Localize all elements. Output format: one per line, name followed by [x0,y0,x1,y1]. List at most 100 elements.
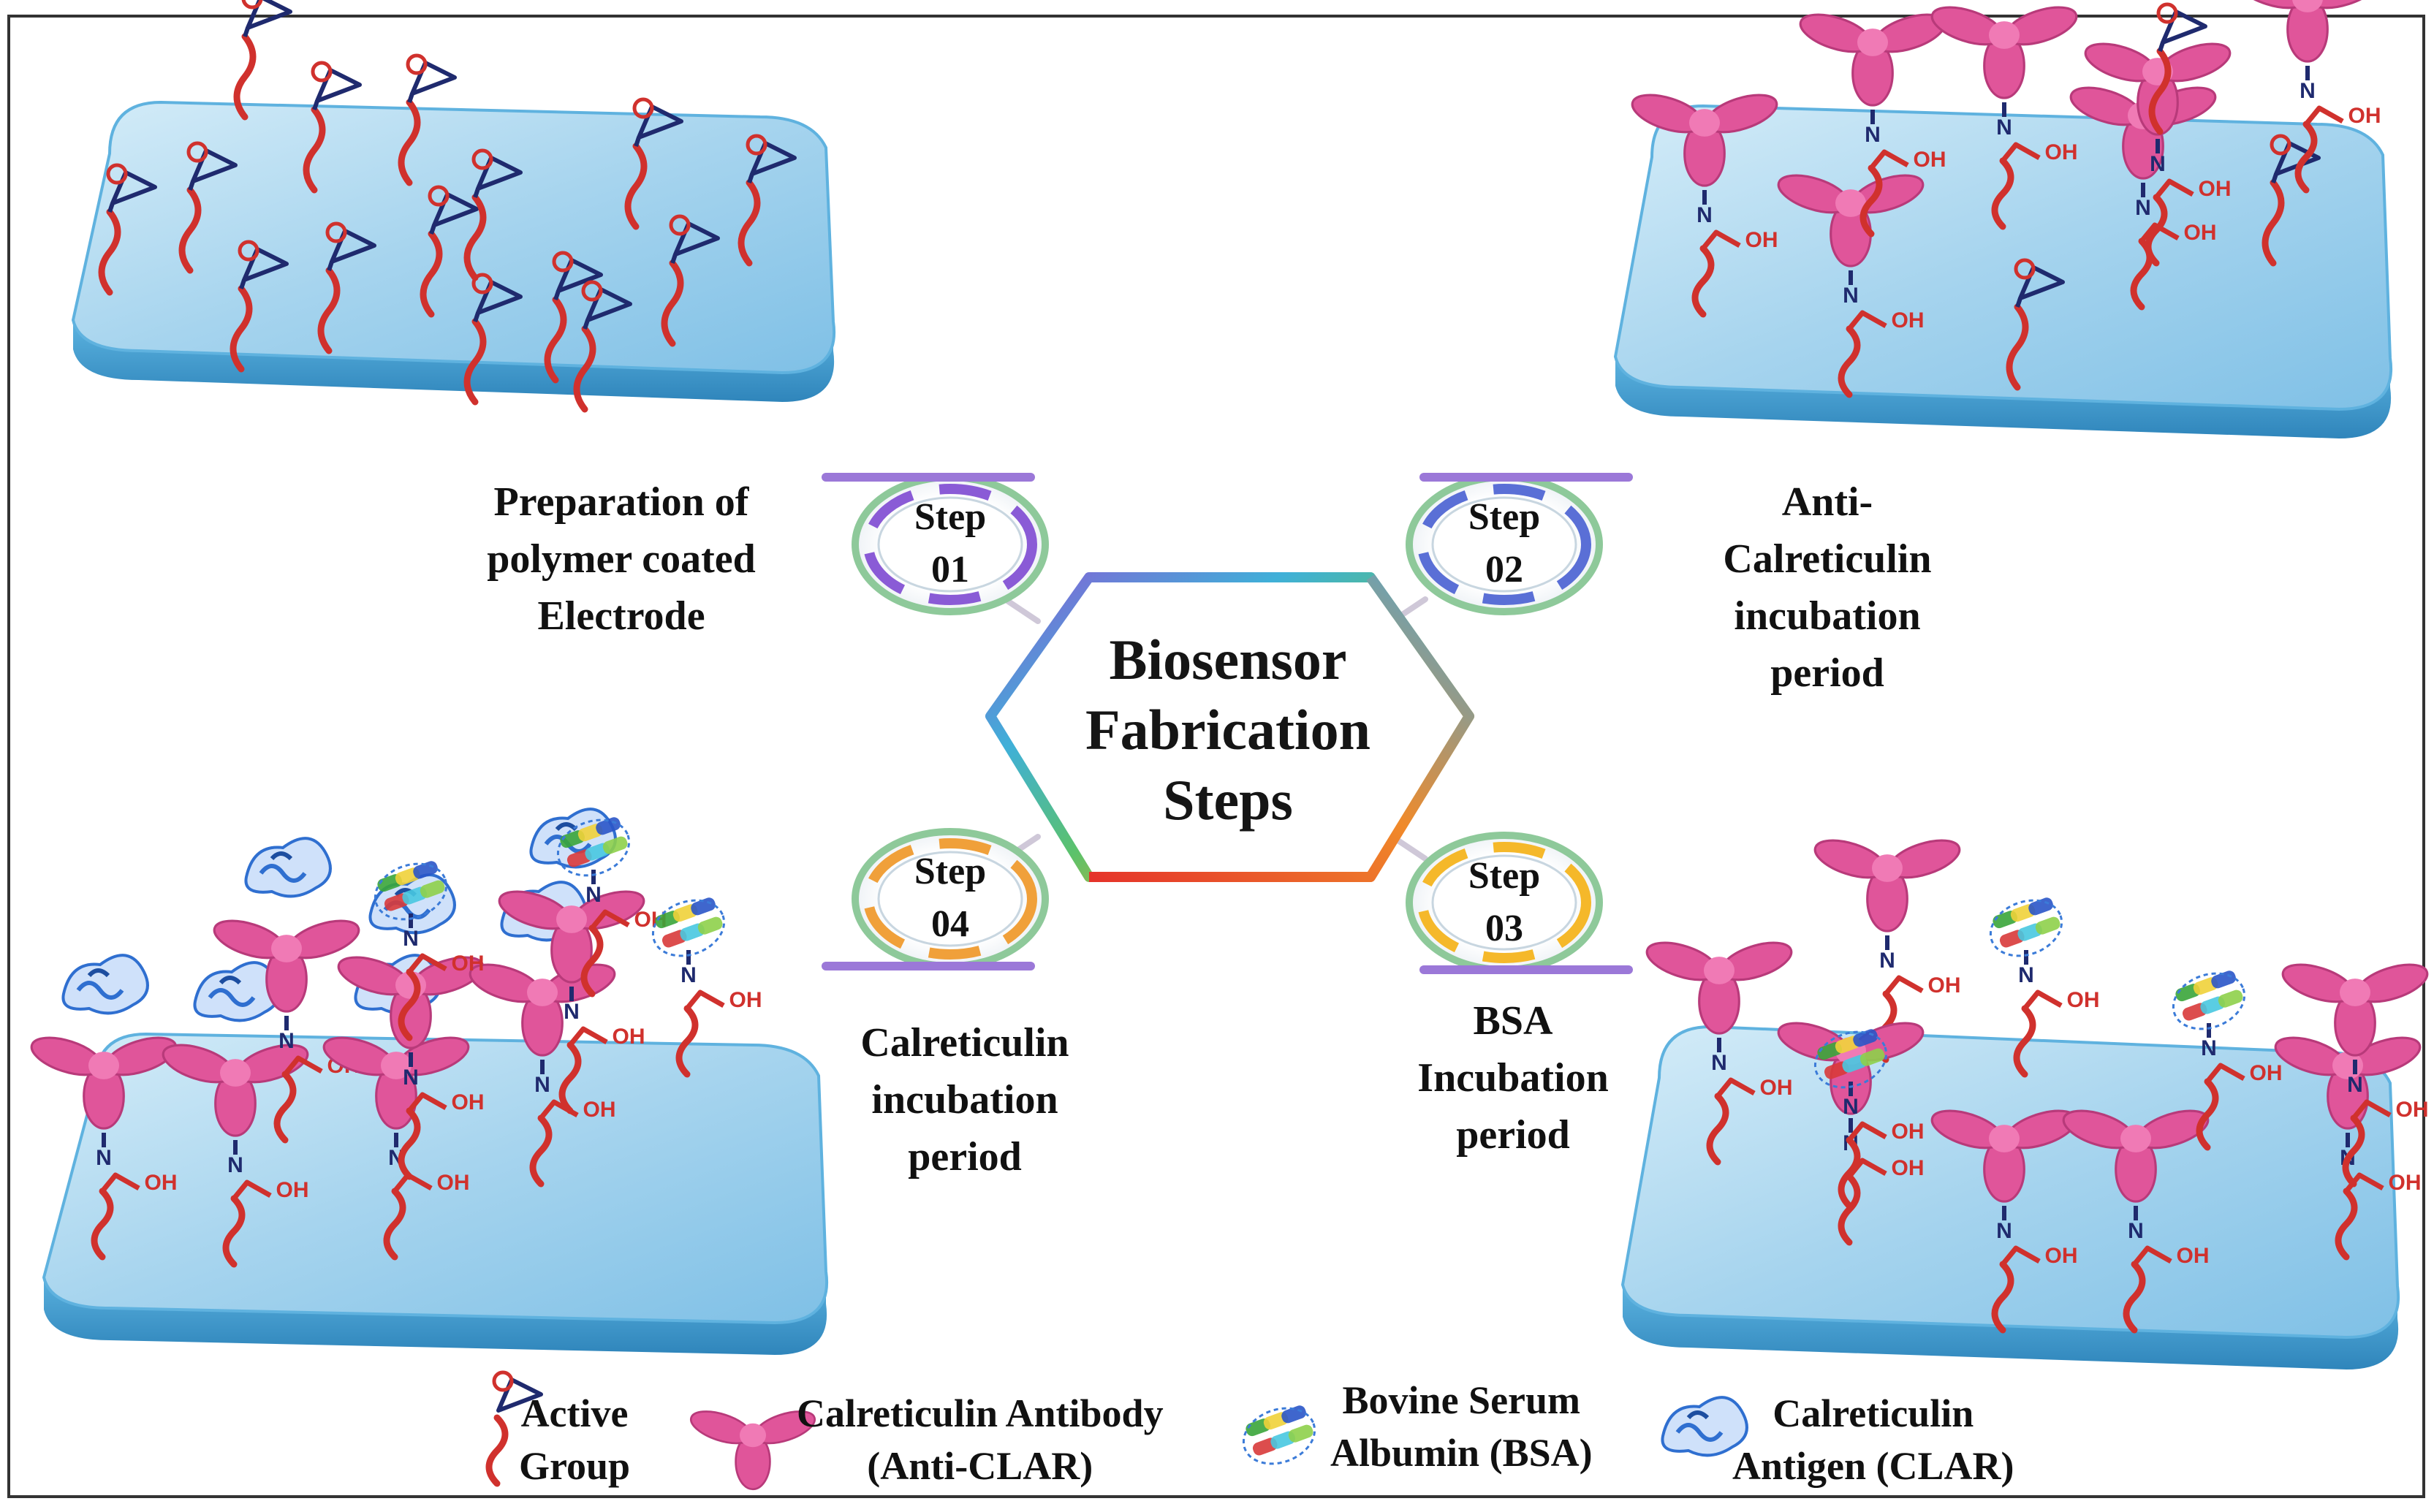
step4-caption-line-1: Calreticulin [860,1020,1069,1065]
legend-bsa-line-2: Albumin (BSA) [1330,1431,1593,1475]
legend-bsa-label: Bovine Serum Albumin (BSA) [1330,1374,1593,1479]
hydroxyl-label: OH [2250,1061,2283,1085]
hydroxyl-label: OH [2348,104,2381,128]
bsa-group-2: OH N [1813,1029,1925,1209]
center-title: Biosensor Fabrication Steps [1023,625,1433,835]
legend-antibody-line-2: (Anti-CLAR) [867,1444,1093,1488]
active-group-6 [230,240,289,373]
step2-caption: Anti- Calreticulin incubation period [1681,474,1974,702]
bsa-group-3: OH N [2172,970,2283,1151]
center-title-line-2: Fabrication [1085,698,1370,761]
step3-caption-line-2: Incubation [1417,1055,1609,1101]
bsa-group-1: OH N [374,861,485,1041]
nitrogen-label: N [1843,1095,1859,1119]
antigen-group-2: OH N [162,961,309,1268]
antigen-group-1: OHN [30,954,178,1261]
active-group-3 [233,0,292,121]
legend-antigen-line-2: Antigen (CLAR) [1732,1444,2014,1488]
hydroxyl-label: OH [1745,228,1778,252]
legend-active-group-line-2: Group [519,1444,631,1488]
center-hexagon [985,572,1474,882]
step2-caption-line-3: incubation [1734,593,1921,639]
nitrogen-label: N [2128,1219,2144,1243]
connector-step1 [1002,596,1041,624]
hydroxyl-label: OH [452,951,485,976]
hydroxyl-label: OH [2184,221,2217,245]
step1-caption: Preparation of polymer coated Electrode [439,474,804,645]
step-01-label: Step 01 [877,491,1023,596]
hydroxyl-label: OH [2045,1244,2078,1268]
electrode-step1 [71,100,836,402]
step-04-label: Step 04 [877,846,1023,951]
step4-caption-line-3: period [908,1134,1022,1179]
hydroxyl-label: OH [1892,1120,1925,1144]
electrode-step2-side [1615,357,2392,438]
active-group-2 [178,141,238,274]
legend-active-group-label: Active Group [519,1387,630,1492]
antibody-group-6: OHN [2084,42,2232,267]
antibody-group-5: OHN [2062,1109,2210,1334]
nitrogen-label: N [1996,1219,2012,1243]
electrode-step2 [1613,104,2393,438]
nitrogen-label: N [2300,79,2316,103]
antibody-group-6: OHN [2274,1036,2422,1261]
step-04-word: Step [914,851,987,892]
hydroxyl-label: OH [437,1171,470,1195]
legend-antigen-label: Calreticulin Antigen (CLAR) [1732,1387,2014,1492]
nitrogen-label: N [1696,203,1713,227]
step1-caption-line-2: polymer coated [487,536,756,582]
active-group-4 [303,61,362,194]
nitrogen-label: N [278,1029,295,1053]
step3-caption: BSA Incubation period [1374,992,1652,1163]
active-group-8 [420,185,479,318]
step-04-number: 04 [931,903,969,945]
step-02-number: 02 [1485,549,1523,590]
active-group-5 [398,53,457,186]
nitrogen-label: N [1996,115,2012,140]
step-01-ring [822,473,1049,615]
electrode-step4-side [44,1272,827,1355]
hydroxyl-label: OH [452,1090,485,1114]
nitrogen-label: N [680,963,697,987]
step3-caption-line-1: BSA [1473,998,1553,1044]
legend-antigen-line-1: Calreticulin [1773,1391,1974,1435]
antibody-group-1: OH N [1645,941,1793,1166]
step-02-label: Step 02 [1431,491,1577,596]
antigen-protein-icon [1661,1396,1748,1457]
step4-caption-line-2: incubation [871,1077,1058,1122]
center-title-line-1: Biosensor [1109,628,1347,691]
nitrogen-label: N [1843,284,1859,308]
hydroxyl-label: OH [2199,177,2232,201]
antibody-group-3: OH N [1799,13,1946,238]
antigen-group-5: OH N [337,873,485,1180]
step1-caption-line-3: Electrode [537,593,705,639]
hydroxyl-label: OH [1892,1156,1925,1180]
hydroxyl-label: OH [1914,148,1946,172]
nitrogen-label: N [2347,1073,2363,1097]
antibody-icon [689,1410,816,1491]
hydroxyl-label: OH [276,1178,309,1202]
antibody-group-1: OH N [1631,94,1778,318]
step2-caption-line-2: Calreticulin [1723,536,1932,582]
nitrogen-label: N [403,927,419,951]
hydroxyl-label: OH [1928,973,1961,998]
hydroxyl-label: OH [729,988,762,1012]
epoxide-icon [485,1370,543,1487]
active-group-14 [661,214,720,347]
step-03-label: Step 03 [1431,850,1577,955]
step2-caption-line-1: Anti- [1781,479,1873,525]
active-group-9 [463,148,523,281]
step-01-word: Step [914,496,987,538]
hydroxyl-label: OH [1760,1076,1793,1100]
nitrogen-label: N [2201,1036,2217,1060]
nitrogen-label: N [2018,963,2034,987]
step-03-word: Step [1468,855,1541,897]
nitrogen-label: N [96,1146,112,1170]
nitrogen-label: N [1711,1051,1727,1075]
active-group-11 [624,97,683,230]
hydroxyl-label: OH [2067,988,2100,1012]
nitrogen-label: N [1865,123,1881,147]
